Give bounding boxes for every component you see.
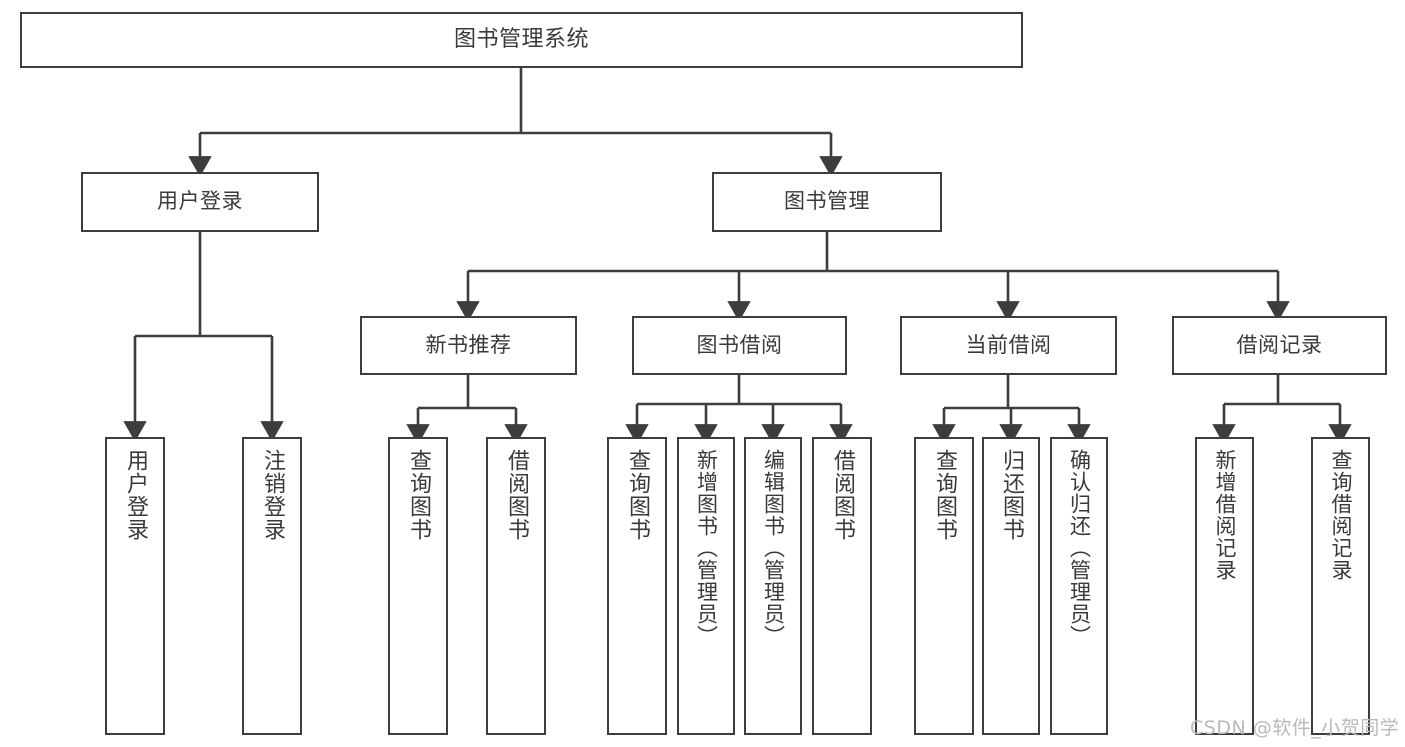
node-borrow-record-label: 借阅记录 <box>1236 332 1323 357</box>
csdn-watermark: CSDN @软件_小贺同学 <box>1190 717 1400 739</box>
node-book-borrow-label: 图书借阅 <box>696 332 783 357</box>
node-leaf-borrow-book-2[interactable]: 借阅图书 <box>812 437 872 735</box>
node-leaf-query-book-2-label: 查询图书 <box>624 449 650 541</box>
node-leaf-add-record-label: 新增借阅记录 <box>1213 449 1238 581</box>
node-current-borrow[interactable]: 当前借阅 <box>900 316 1117 375</box>
node-leaf-logout[interactable]: 注销登录 <box>242 437 302 735</box>
node-leaf-add-book-label: 新增图书（管理员） <box>694 449 719 647</box>
node-leaf-user-login[interactable]: 用户登录 <box>105 437 165 735</box>
node-book-borrow[interactable]: 图书借阅 <box>632 316 847 375</box>
node-leaf-edit-book-label: 编辑图书（管理员） <box>761 449 786 647</box>
node-current-borrow-label: 当前借阅 <box>965 332 1052 357</box>
node-leaf-return-book-label: 归还图书 <box>998 449 1024 541</box>
node-leaf-query-book-3[interactable]: 查询图书 <box>914 437 974 735</box>
node-leaf-add-record[interactable]: 新增借阅记录 <box>1195 437 1254 735</box>
node-leaf-query-record[interactable]: 查询借阅记录 <box>1311 437 1370 735</box>
node-leaf-query-record-label: 查询借阅记录 <box>1329 449 1354 581</box>
node-leaf-confirm-return-label: 确认归还（管理员） <box>1067 449 1092 647</box>
node-leaf-add-book[interactable]: 新增图书（管理员） <box>677 437 735 735</box>
node-leaf-borrow-book-1[interactable]: 借阅图书 <box>486 437 546 735</box>
node-leaf-query-book-2[interactable]: 查询图书 <box>607 437 667 735</box>
node-leaf-user-login-label: 用户登录 <box>122 449 148 541</box>
node-leaf-logout-label: 注销登录 <box>259 449 285 541</box>
node-borrow-record[interactable]: 借阅记录 <box>1172 316 1387 375</box>
node-leaf-query-book-1-label: 查询图书 <box>405 449 431 541</box>
node-leaf-edit-book[interactable]: 编辑图书（管理员） <box>744 437 802 735</box>
node-new-book-recommend-label: 新书推荐 <box>425 332 512 357</box>
node-leaf-return-book[interactable]: 归还图书 <box>982 437 1040 735</box>
node-root-system-label: 图书管理系统 <box>453 26 589 52</box>
node-leaf-query-book-1[interactable]: 查询图书 <box>388 437 448 735</box>
node-root-system[interactable]: 图书管理系统 <box>20 12 1023 68</box>
node-leaf-borrow-book-1-label: 借阅图书 <box>503 449 529 541</box>
node-user-login-label: 用户登录 <box>157 189 243 214</box>
node-leaf-borrow-book-2-label: 借阅图书 <box>829 449 855 541</box>
node-user-login[interactable]: 用户登录 <box>81 172 319 232</box>
node-book-manage-label: 图书管理 <box>784 189 870 214</box>
node-leaf-confirm-return[interactable]: 确认归还（管理员） <box>1050 437 1108 735</box>
node-new-book-recommend[interactable]: 新书推荐 <box>360 316 577 375</box>
node-book-manage[interactable]: 图书管理 <box>712 172 942 232</box>
node-leaf-query-book-3-label: 查询图书 <box>931 449 957 541</box>
